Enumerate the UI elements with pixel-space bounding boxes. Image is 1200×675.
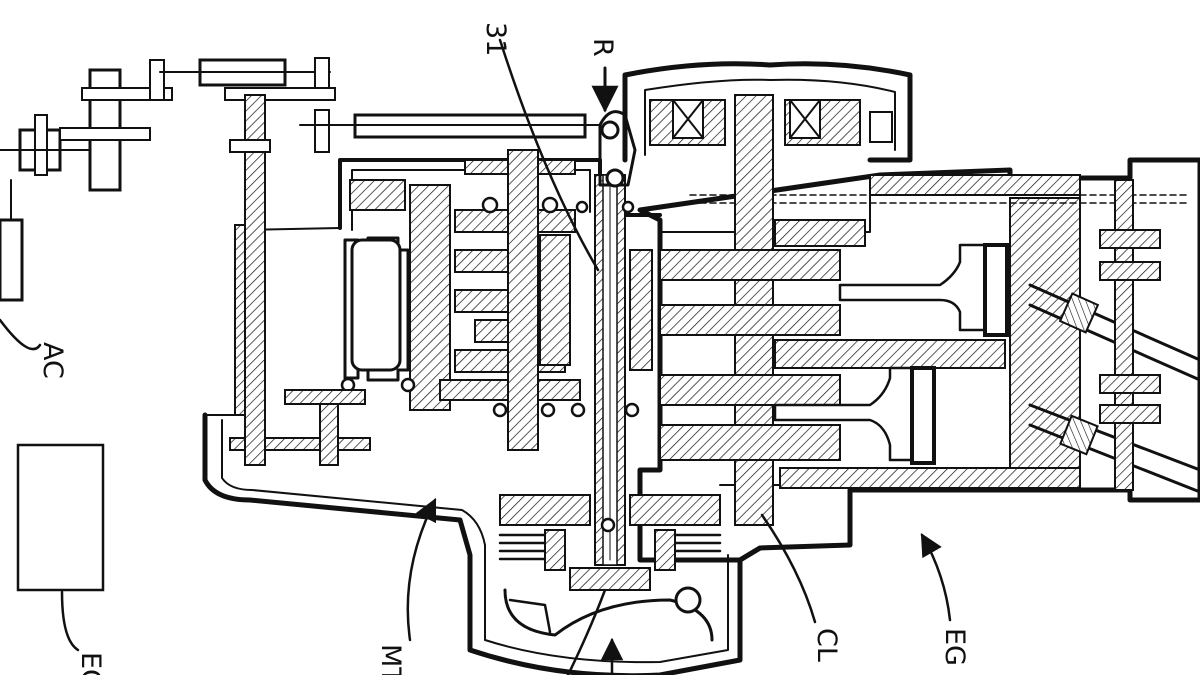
ac-actuator-linkage — [0, 57, 601, 466]
label-eg: EG — [939, 628, 970, 666]
leader-lines — [0, 38, 952, 675]
input-shaft-31 — [594, 174, 626, 566]
shift-drum — [343, 236, 410, 382]
label-r: R — [587, 38, 618, 57]
label-ac: AC — [37, 342, 68, 379]
valves — [1028, 179, 1200, 494]
label-mt: MT — [375, 644, 406, 675]
clutch-plates-left — [498, 533, 547, 561]
counter-shaft — [507, 149, 539, 451]
label-cl: CL — [811, 628, 842, 662]
connecting-rod-upper — [838, 243, 987, 332]
piston-lower — [910, 366, 936, 465]
bearings — [340, 196, 640, 533]
transmission-case — [202, 412, 763, 675]
generator-housing — [622, 61, 913, 163]
piston-upper — [983, 243, 1009, 337]
clutch-plates-right — [673, 533, 722, 561]
label-31: 31 — [480, 22, 511, 56]
engine-eg — [622, 61, 1200, 563]
crankshaft — [659, 94, 1006, 526]
label-ec: EC — [75, 652, 106, 675]
clutch — [498, 494, 722, 642]
transmission-mt — [202, 110, 763, 675]
ec-control-unit — [16, 443, 105, 592]
